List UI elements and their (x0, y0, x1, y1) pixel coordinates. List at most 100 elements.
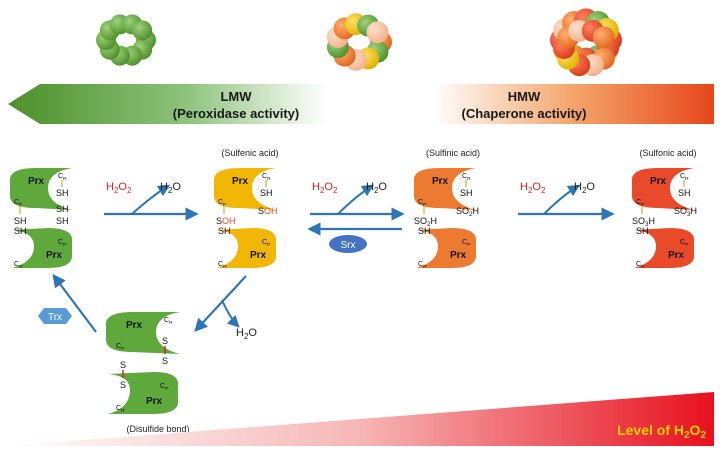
svg-text:SH: SH (14, 226, 27, 236)
ring-lmw (96, 14, 156, 66)
h2o2-label-3: H2O2 (520, 181, 546, 195)
banner-lmw-sub: (Peroxidase activity) (173, 106, 299, 121)
srx-badge: Srx (329, 235, 367, 253)
svg-text:SH: SH (218, 226, 231, 236)
h2o-label-4: H2O (236, 327, 257, 341)
h2o-label-1: H2O (160, 181, 181, 195)
svg-text:H2O: H2O (366, 181, 387, 195)
prx-label: Prx (650, 176, 667, 187)
svg-text:SH: SH (14, 216, 27, 226)
svg-text:CR: CR (262, 173, 271, 182)
prx-subunit-upper (213, 168, 276, 210)
svg-text:SO2H: SO2H (414, 216, 437, 228)
svg-text:H2O: H2O (236, 327, 257, 341)
arrow-h2o-release-2 (337, 184, 375, 215)
h2o2-label-2: H2O2 (312, 181, 338, 195)
svg-text:SO2H: SO2H (456, 206, 479, 218)
banner-hmw-sub: (Chaperone activity) (462, 106, 587, 121)
trx-label: Trx (48, 312, 62, 323)
svg-text:SH: SH (678, 188, 691, 198)
svg-text:CR: CR (116, 405, 125, 414)
svg-text:CP: CP (116, 343, 124, 352)
svg-text:H2O2: H2O2 (312, 181, 338, 195)
prx-label: Prx (450, 250, 467, 261)
prx-label: Prx (126, 320, 143, 331)
svg-text:CR: CR (462, 173, 471, 182)
svg-text:SH: SH (56, 204, 69, 214)
prx-subunit-lower (12, 228, 73, 268)
prx-subunit-upper (631, 168, 694, 210)
prx-subunit-upper (9, 168, 72, 210)
prx-subunit-lower (634, 228, 695, 268)
prx-subunit-lower (108, 372, 179, 414)
prx-label: Prx (250, 250, 267, 261)
h2o2-label-1: H2O2 (106, 181, 132, 195)
arrow-h2o-release-4 (221, 299, 240, 328)
svg-text:CP: CP (262, 239, 270, 248)
svg-text:CP: CP (680, 239, 688, 248)
svg-text:SH: SH (56, 216, 69, 226)
svg-text:CR: CR (58, 173, 67, 182)
h2o2-level-wedge: Level of H2O2 (4, 392, 714, 446)
svg-text:CP: CP (160, 383, 168, 392)
svg-text:CP: CP (418, 199, 426, 208)
svg-text:CR: CR (14, 261, 23, 270)
svg-text:CR: CR (164, 317, 173, 326)
h2o-label-2: H2O (366, 181, 387, 195)
prx-label: Prx (146, 396, 163, 407)
svg-text:S: S (162, 356, 168, 366)
svg-text:S: S (120, 360, 126, 370)
arrow-sulfenic-to-disulfide (194, 275, 247, 332)
svg-text:SO3H: SO3H (674, 206, 697, 218)
svg-text:CP: CP (462, 239, 470, 248)
label-sulfinic: (Sulfinic acid) (426, 148, 480, 158)
prx-label: Prx (668, 250, 685, 261)
svg-text:SH: SH (636, 226, 649, 236)
arrow-h2o-release-1 (131, 184, 171, 215)
prx-label: Prx (28, 176, 45, 187)
svg-text:CP: CP (636, 199, 644, 208)
svg-text:SH: SH (418, 226, 431, 236)
svg-text:SH: SH (56, 188, 69, 198)
svg-text:CR: CR (418, 261, 427, 270)
arrow-trx-reduction (52, 273, 97, 333)
svg-text:SOH: SOH (216, 216, 236, 226)
ring-mid (326, 13, 392, 71)
ring-ball (132, 20, 153, 41)
prx-subunit-lower (416, 228, 477, 268)
banner-lmw-label: LMW (220, 89, 252, 104)
svg-text:H2O2: H2O2 (106, 181, 132, 195)
label-disulfide: (Disulfide bond) (126, 424, 189, 434)
ring-ball (592, 26, 615, 49)
prx-label: Prx (232, 176, 249, 187)
svg-text:S: S (162, 336, 168, 346)
arrow-h2o-release-3 (543, 184, 581, 215)
svg-text:H2O: H2O (160, 181, 181, 195)
svg-text:SH: SH (260, 188, 273, 198)
svg-text:CP: CP (218, 199, 226, 208)
svg-text:SO3H: SO3H (632, 216, 655, 228)
prx-label: Prx (46, 250, 63, 261)
ring-hmw (550, 8, 622, 77)
label-sulfonic: (Sulfonic acid) (639, 148, 696, 158)
svg-text:SH: SH (460, 188, 473, 198)
reaction-arrows (52, 184, 615, 333)
prx-subunit-lower (216, 228, 277, 268)
svg-text:H2O: H2O (574, 181, 595, 195)
h2o-label-3: H2O (574, 181, 595, 195)
activity-banner: LMW (Peroxidase activity) HMW (Chaperone… (8, 84, 714, 124)
srx-label: Srx (341, 240, 356, 251)
svg-text:CR: CR (680, 173, 689, 182)
prx-label: Prx (432, 176, 449, 187)
svg-text:S: S (120, 380, 126, 390)
svg-text:CP: CP (58, 239, 66, 248)
banner-hmw-label: HMW (508, 89, 541, 104)
